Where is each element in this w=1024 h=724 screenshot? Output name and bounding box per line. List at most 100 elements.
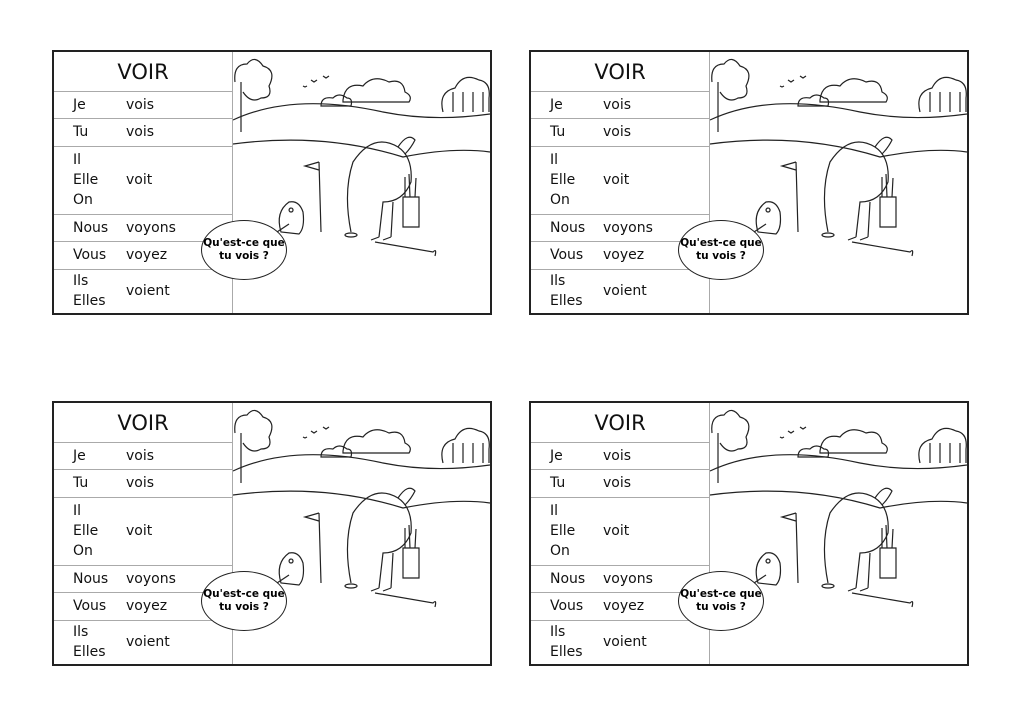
- verb-form: voient: [603, 634, 647, 650]
- bubble-line: Qu'est-ce que: [680, 237, 762, 249]
- birds: [779, 426, 807, 439]
- hill-far: [709, 454, 968, 472]
- golf-bag: [879, 524, 897, 579]
- ostrich: [346, 136, 416, 241]
- pronoun: Il: [73, 152, 82, 168]
- bubble-line: tu vois ?: [219, 250, 269, 262]
- cloud: [819, 78, 888, 103]
- ostrich: [823, 487, 893, 592]
- cloud: [342, 429, 411, 454]
- golf-club: [851, 592, 914, 608]
- pronoun: Elles: [550, 644, 583, 660]
- verb-title: VOIR: [531, 52, 709, 92]
- flag: [302, 161, 322, 233]
- trees-right: [918, 76, 967, 113]
- birds: [302, 426, 330, 439]
- pronoun: Il: [73, 503, 82, 519]
- cloud: [342, 78, 411, 103]
- golf-illustration: [232, 403, 491, 664]
- trees-right: [918, 427, 967, 464]
- pronoun: Elles: [550, 293, 583, 309]
- pronoun: Tu: [550, 475, 566, 491]
- verb-form: vois: [126, 96, 155, 113]
- tree-left: [711, 409, 750, 483]
- verb-form: voyez: [603, 598, 645, 614]
- bubble-line: tu vois ?: [696, 250, 746, 262]
- cloud: [819, 429, 888, 454]
- hill-near: [232, 490, 491, 509]
- verb-form: voient: [126, 634, 170, 650]
- cloud-small: [320, 445, 353, 458]
- flag: [779, 161, 799, 233]
- golf-bag: [402, 524, 420, 579]
- golf-illustration: [232, 52, 491, 313]
- verb-form: voyez: [603, 247, 645, 263]
- verb-form: voit: [603, 523, 630, 539]
- conjugation-row: Tu vois: [531, 469, 709, 498]
- pronoun: On: [550, 192, 570, 208]
- speech-bubble: Qu'est-ce que tu vois ?: [678, 220, 764, 280]
- pronoun: Vous: [73, 598, 107, 614]
- golf-club: [374, 592, 437, 608]
- verb-form: voyons: [126, 570, 176, 587]
- hole: [821, 232, 835, 238]
- pronoun: On: [73, 192, 93, 208]
- pronoun: Ils: [550, 624, 566, 640]
- conjugation-row: Vous voyez: [531, 241, 709, 270]
- bubble-tail: [276, 223, 290, 233]
- verb-form: voient: [603, 283, 647, 299]
- birds: [779, 75, 807, 88]
- golf-bag: [879, 173, 897, 228]
- verb-form: voit: [603, 172, 630, 188]
- golf-club: [851, 241, 914, 257]
- verb-form: vois: [126, 447, 155, 464]
- pronoun: Ils: [550, 273, 566, 289]
- ostrich: [346, 487, 416, 592]
- pronoun: Vous: [550, 598, 584, 614]
- pronoun: Vous: [550, 247, 584, 263]
- pronoun: Elle: [73, 523, 99, 539]
- pronoun: Je: [550, 447, 563, 464]
- golf-bag: [402, 173, 420, 228]
- pronoun: Je: [550, 96, 563, 113]
- pronoun: Tu: [73, 475, 89, 491]
- golf-illustration: [709, 403, 968, 664]
- pronoun: Ils: [73, 624, 89, 640]
- birds: [302, 75, 330, 88]
- hole: [344, 583, 358, 589]
- verb-title: VOIR: [531, 403, 709, 443]
- bubble-tail: [753, 574, 767, 584]
- verb-form: voit: [126, 172, 153, 188]
- pronoun: On: [73, 543, 93, 559]
- mole: [755, 201, 782, 235]
- pronoun: Nous: [73, 219, 109, 236]
- tree-left: [234, 58, 273, 132]
- verb-form: vois: [603, 447, 632, 464]
- hole: [821, 583, 835, 589]
- bubble-line: tu vois ?: [696, 601, 746, 613]
- bubble-line: Qu'est-ce que: [203, 237, 285, 249]
- verb-form: vois: [126, 124, 155, 140]
- golf-club: [374, 241, 437, 257]
- pronoun: Ils: [73, 273, 89, 289]
- verb-form: vois: [603, 475, 632, 491]
- hill-far: [709, 103, 968, 121]
- ostrich: [823, 136, 893, 241]
- mole: [278, 201, 305, 235]
- verb-form: vois: [603, 96, 632, 113]
- verb-form: vois: [126, 475, 155, 491]
